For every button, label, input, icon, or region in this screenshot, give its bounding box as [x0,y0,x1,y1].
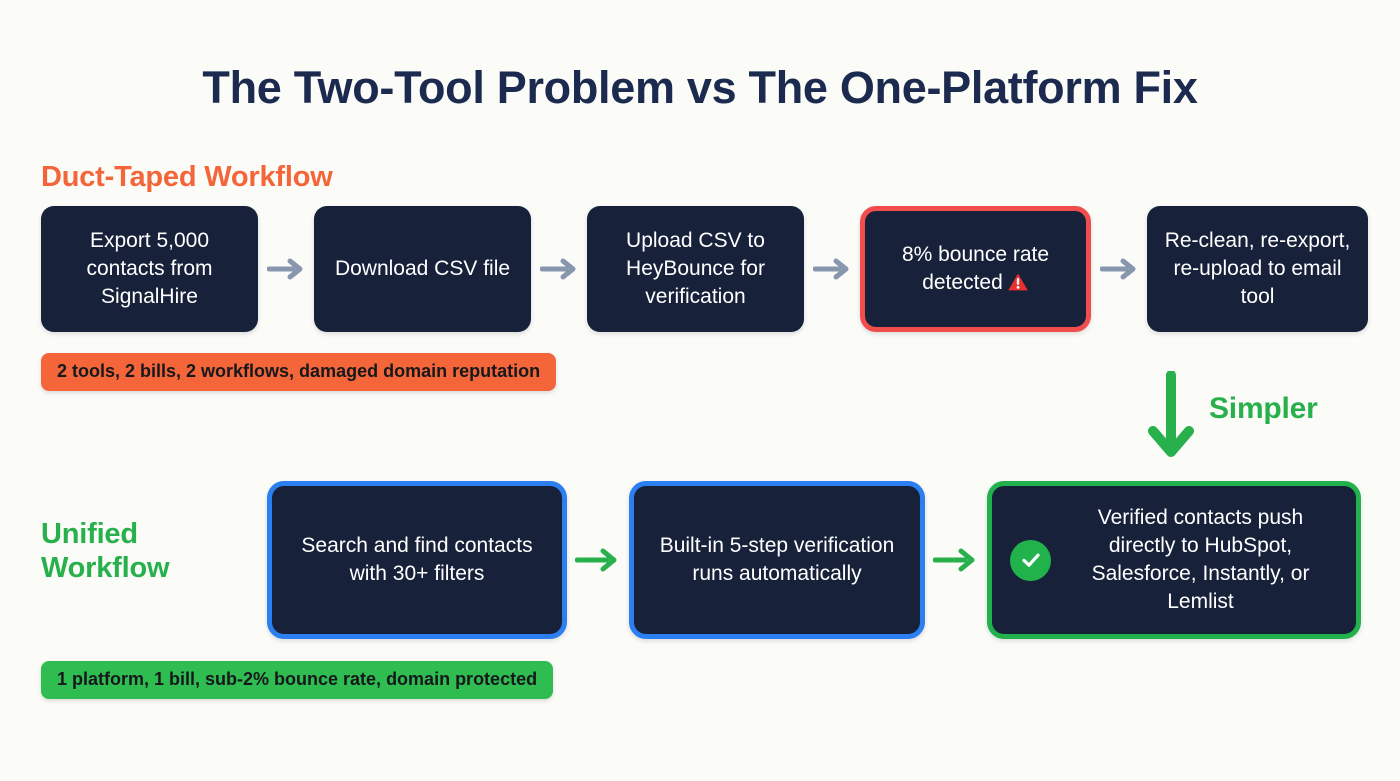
flow-node-verified-contacts-push[interactable]: Verified contacts push directly to HubSp… [987,481,1361,639]
arrow-right-icon [933,548,975,572]
flow-arrow-4 [1091,258,1147,280]
duct-taped-summary-badge: 2 tools, 2 bills, 2 workflows, damaged d… [41,353,557,391]
flow-node-label: Upload CSV to HeyBounce for verification [626,229,765,308]
flow-node-label: Download CSV file [334,257,511,281]
flow-node-label: Built-in 5-step verification runs automa… [659,534,895,585]
flow-node-label: Re-clean, re-export, re-upload to email … [1164,229,1351,308]
flow-node-label: Search and find contacts with 30+ filter… [301,534,533,585]
flow-arrow-2 [531,258,587,280]
flow-node-text: 8% bounce rate detected [901,243,1050,294]
unified-flow-row: Search and find contacts with 30+ filter… [267,481,1361,639]
flow-node-builtin-verification[interactable]: Built-in 5-step verification runs automa… [629,481,925,639]
flow-arrow-1 [258,258,314,280]
check-circle-icon [1010,539,1051,581]
check-mark-icon [1021,553,1040,567]
flow-node-label: 8% bounce rate detected [879,241,1072,297]
flow-node-label: Verified contacts push directly to HubSp… [1091,506,1310,613]
unified-workflow-label: Unified Workflow [41,518,170,584]
flow-arrow-6 [925,547,987,573]
arrow-down-icon [1148,371,1194,457]
arrow-right-icon [540,258,576,280]
duct-taped-flow-row: Export 5,000 contacts from SignalHire Do… [41,206,1368,332]
flow-node-label: Export 5,000 contacts from SignalHire [86,229,213,308]
arrow-right-icon [813,258,849,280]
flow-node-search-contacts[interactable]: Search and find contacts with 30+ filter… [267,481,567,639]
arrow-right-icon [267,258,303,280]
flow-node-export-contacts[interactable]: Export 5,000 contacts from SignalHire [41,206,258,332]
flow-node-download-csv[interactable]: Download CSV file [314,206,531,332]
warning-triangle-icon [1007,273,1028,291]
arrow-right-icon [575,548,617,572]
flow-arrow-5 [567,547,629,573]
flow-arrow-3 [804,258,860,280]
duct-taped-workflow-label: Duct-Taped Workflow [41,161,333,193]
page-title: The Two-Tool Problem vs The One-Platform… [202,62,1198,113]
flow-node-bounce-rate-alert[interactable]: 8% bounce rate detected [860,206,1091,332]
arrow-right-icon [1100,258,1136,280]
flow-node-upload-csv[interactable]: Upload CSV to HeyBounce for verification [587,206,804,332]
unified-summary-badge: 1 platform, 1 bill, sub-2% bounce rate, … [41,661,554,699]
simpler-label: Simpler [1209,392,1318,425]
flow-node-reclean-reexport[interactable]: Re-clean, re-export, re-upload to email … [1147,206,1368,332]
simpler-transition: Simpler [1141,371,1400,466]
